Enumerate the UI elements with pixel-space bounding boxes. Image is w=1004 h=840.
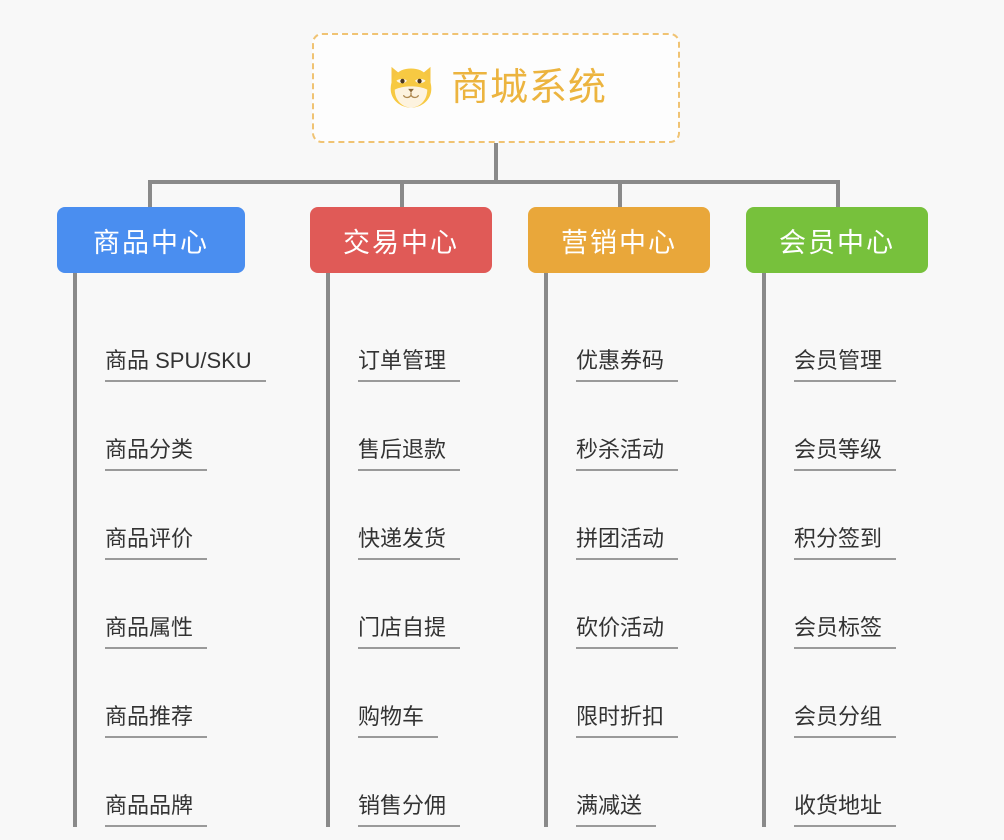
category-box-3[interactable]: 营销中心 xyxy=(528,207,710,273)
children-list-2: 订单管理 售后退款 快递发货 门店自提 购物车 销售分佣 xyxy=(326,273,494,827)
child-label: 门店自提 xyxy=(358,615,461,649)
branch-column-3: 营销中心 优惠券码 秒杀活动 拼团活动 砍价活动 限时折扣 满减送 xyxy=(528,207,712,827)
child-label: 限时折扣 xyxy=(576,704,679,738)
child-label: 会员等级 xyxy=(794,437,897,471)
list-item[interactable]: 购物车 xyxy=(330,649,494,738)
children-list-3: 优惠券码 秒杀活动 拼团活动 砍价活动 限时折扣 满减送 xyxy=(544,273,712,827)
list-item[interactable]: 门店自提 xyxy=(330,560,494,649)
child-label: 商品 SPU/SKU xyxy=(105,348,266,382)
category-box-4[interactable]: 会员中心 xyxy=(746,207,928,273)
shiba-dog-icon xyxy=(390,66,432,108)
list-item[interactable]: 销售分佣 xyxy=(330,738,494,827)
connector-drop-4 xyxy=(836,180,840,210)
list-item[interactable]: 拼团活动 xyxy=(548,471,712,560)
list-item[interactable]: 积分签到 xyxy=(766,471,930,560)
list-item[interactable]: 商品 SPU/SKU xyxy=(77,293,266,382)
connector-horizontal-bus xyxy=(148,180,840,184)
category-label-3: 营销中心 xyxy=(561,227,677,258)
list-item[interactable]: 订单管理 xyxy=(330,293,494,382)
list-item[interactable]: 商品品牌 xyxy=(77,738,247,827)
child-label: 优惠券码 xyxy=(576,348,679,382)
list-item[interactable]: 满减送 xyxy=(548,738,712,827)
list-item[interactable]: 商品分类 xyxy=(77,382,247,471)
child-label: 满减送 xyxy=(576,793,657,827)
child-label: 会员分组 xyxy=(794,704,897,738)
list-item[interactable]: 商品属性 xyxy=(77,560,247,649)
child-label: 秒杀活动 xyxy=(576,437,679,471)
child-label: 售后退款 xyxy=(358,437,461,471)
child-label: 购物车 xyxy=(358,704,439,738)
child-label: 商品评价 xyxy=(105,526,208,560)
list-item[interactable]: 会员标签 xyxy=(766,560,930,649)
category-label-1: 商品中心 xyxy=(93,227,209,258)
child-label: 会员标签 xyxy=(794,615,897,649)
branch-column-4: 会员中心 会员管理 会员等级 积分签到 会员标签 会员分组 收货地址 xyxy=(746,207,930,827)
list-item[interactable]: 限时折扣 xyxy=(548,649,712,738)
connector-drop-3 xyxy=(618,180,622,210)
list-item[interactable]: 会员管理 xyxy=(766,293,930,382)
root-title: 商城系统 xyxy=(450,67,607,109)
child-label: 商品分类 xyxy=(105,437,208,471)
children-list-1: 商品 SPU/SKU 商品分类 商品评价 商品属性 商品推荐 商品品牌 xyxy=(73,273,266,827)
child-label: 商品推荐 xyxy=(105,704,208,738)
child-label: 收货地址 xyxy=(794,793,897,827)
branch-column-2: 交易中心 订单管理 售后退款 快递发货 门店自提 购物车 销售分佣 xyxy=(310,207,494,827)
list-item[interactable]: 商品推荐 xyxy=(77,649,247,738)
list-item[interactable]: 会员分组 xyxy=(766,649,930,738)
connector-drop-1 xyxy=(148,180,152,210)
child-label: 销售分佣 xyxy=(358,793,461,827)
category-box-1[interactable]: 商品中心 xyxy=(57,207,245,273)
list-item[interactable]: 快递发货 xyxy=(330,471,494,560)
connector-drop-2 xyxy=(400,180,404,210)
child-label: 砍价活动 xyxy=(576,615,679,649)
list-item[interactable]: 优惠券码 xyxy=(548,293,712,382)
category-box-2[interactable]: 交易中心 xyxy=(310,207,492,273)
list-item[interactable]: 商品评价 xyxy=(77,471,247,560)
list-item[interactable]: 秒杀活动 xyxy=(548,382,712,471)
children-list-4: 会员管理 会员等级 积分签到 会员标签 会员分组 收货地址 xyxy=(762,273,930,827)
child-label: 商品品牌 xyxy=(105,793,208,827)
list-item[interactable]: 售后退款 xyxy=(330,382,494,471)
category-label-4: 会员中心 xyxy=(779,227,895,258)
list-item[interactable]: 砍价活动 xyxy=(548,560,712,649)
branch-column-1: 商品中心 商品 SPU/SKU 商品分类 商品评价 商品属性 商品推荐 商品品牌 xyxy=(57,207,266,827)
list-item[interactable]: 收货地址 xyxy=(766,738,930,827)
list-item[interactable]: 会员等级 xyxy=(766,382,930,471)
connector-root-stem xyxy=(494,143,498,183)
child-label: 快递发货 xyxy=(358,526,461,560)
category-label-2: 交易中心 xyxy=(343,227,459,258)
child-label: 拼团活动 xyxy=(576,526,679,560)
child-label: 会员管理 xyxy=(794,348,897,382)
child-label: 订单管理 xyxy=(358,348,461,382)
child-label: 积分签到 xyxy=(794,526,897,560)
child-label: 商品属性 xyxy=(105,615,208,649)
root-node[interactable]: 商城系统 xyxy=(312,33,680,143)
